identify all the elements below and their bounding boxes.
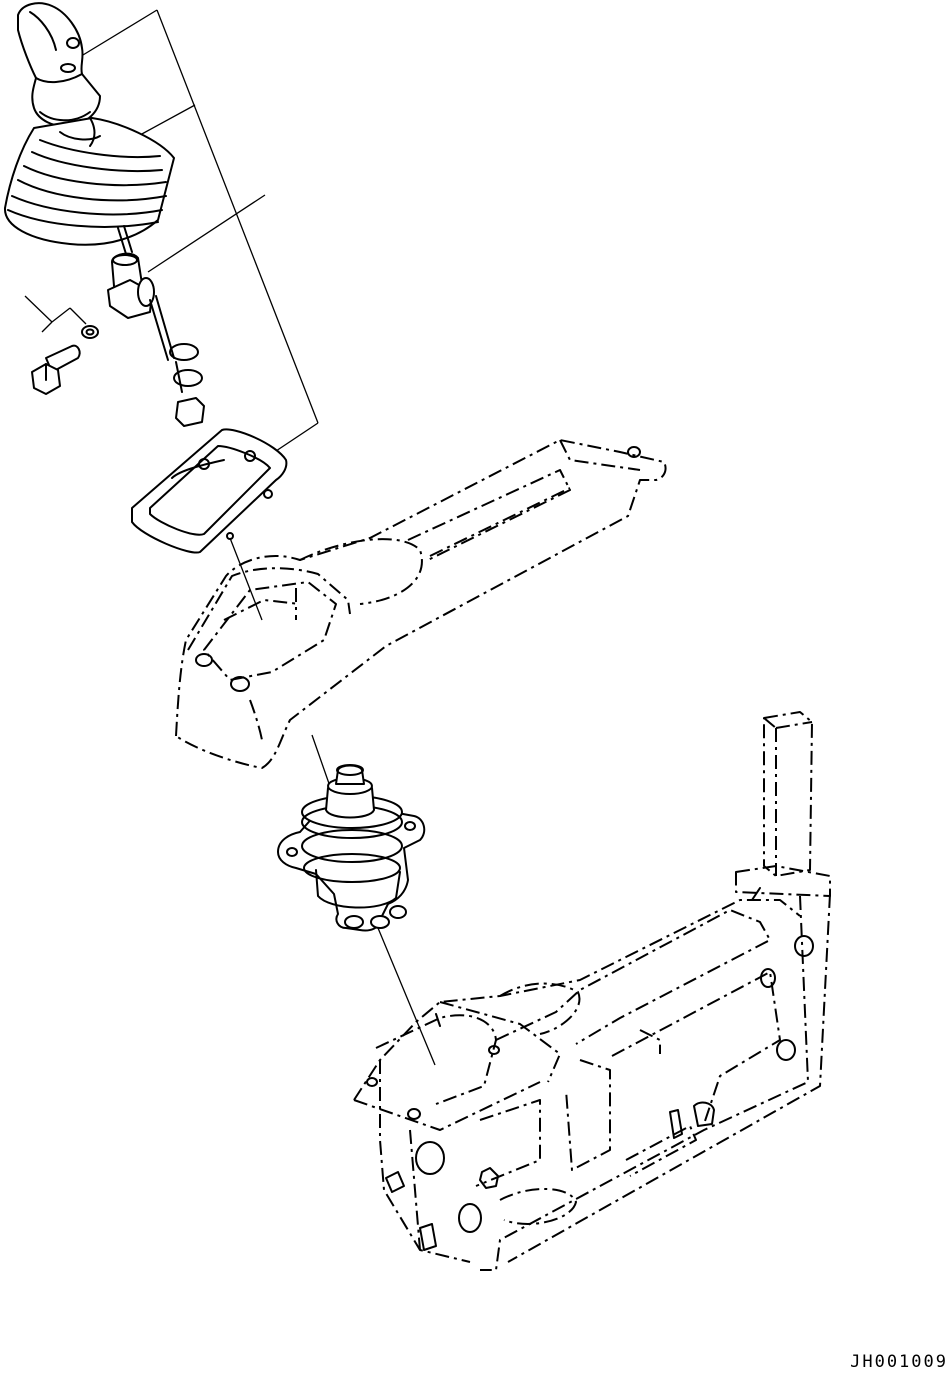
bolt-washer-icon [31, 325, 99, 395]
rubber-boot-icon [3, 117, 175, 246]
boot-plate-icon [131, 428, 288, 554]
console-cover-icon [175, 439, 667, 769]
pilot-valve-icon [277, 764, 426, 932]
console-frame-icon [353, 711, 831, 1271]
lever-rod-icon [107, 225, 205, 427]
lever-knob-icon [17, 2, 101, 128]
leader-lines [24, 9, 436, 1066]
drawing-id-label: JH001009 [850, 1352, 948, 1372]
